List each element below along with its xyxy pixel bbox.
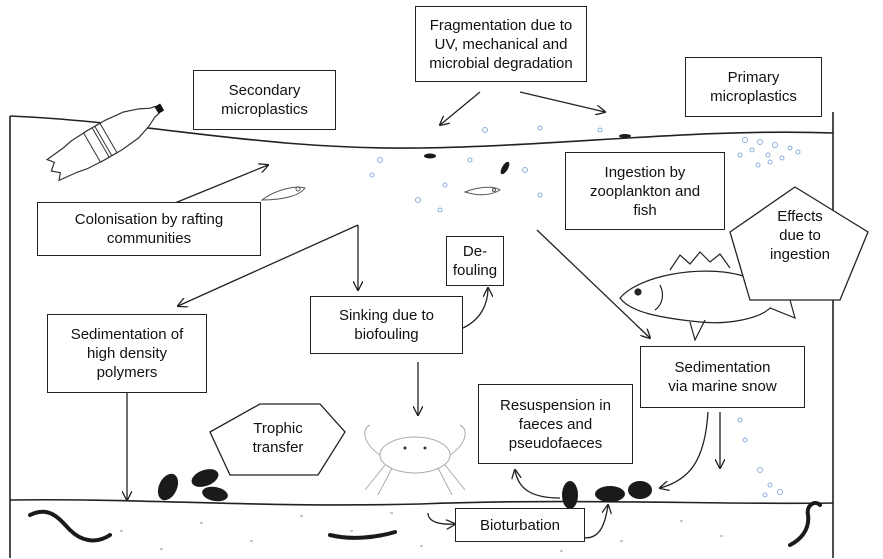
- microplastic-particles: [369, 125, 801, 498]
- colonisation-label: Colonisation by rafting communities: [37, 202, 261, 256]
- trophic-transfer-label: Trophic transfer: [252, 420, 304, 456]
- zooplankton-icon: [424, 134, 631, 175]
- arrow-resuspension: [515, 470, 561, 499]
- fish-larva-icon: [260, 186, 501, 201]
- process-arrows: [127, 91, 720, 539]
- resuspension-label: Resuspension in faeces and pseudofaeces: [478, 384, 633, 464]
- sinking-label: Sinking due to biofouling: [310, 296, 463, 354]
- defouling-label: De- fouling: [446, 236, 504, 286]
- arrow-ingestion-to-snow: [536, 229, 650, 338]
- arrow-snow-to-bivalves: [660, 411, 709, 488]
- worm-icons: [28, 501, 822, 547]
- arrow-fragmentation-left: [440, 91, 481, 125]
- arrow-bioturbation-right: [584, 505, 608, 539]
- sedimentation-snow-label: Sedimentation via marine snow: [640, 346, 805, 408]
- sediment-particles: [60, 512, 723, 552]
- arrow-bioturbation-left: [427, 512, 455, 524]
- crab-icon: [364, 424, 466, 496]
- primary-microplastics-label: Primary microplastics: [685, 57, 822, 117]
- trophic-pentagon: [209, 403, 346, 476]
- bivalve-icons: [157, 469, 652, 509]
- plastic-bottle-icon: [45, 103, 165, 182]
- effects-label: Effects due to ingestion: [769, 207, 831, 263]
- seafloor-line: [9, 498, 834, 506]
- arrow-colonisation: [169, 165, 268, 206]
- arrow-to-defouling: [462, 288, 488, 329]
- effects-pentagon: [729, 186, 869, 301]
- fragmentation-label: Fragmentation due to UV, mechanical and …: [415, 6, 587, 82]
- sedimentation-dense-label: Sedimentation of high density polymers: [47, 314, 207, 393]
- ingestion-label: Ingestion by zooplankton and fish: [565, 152, 725, 230]
- arrow-fragmentation-right: [519, 91, 605, 112]
- bioturbation-label: Bioturbation: [455, 508, 585, 542]
- secondary-microplastics-label: Secondary microplastics: [193, 70, 336, 130]
- arrow-to-sedimentation: [178, 224, 359, 306]
